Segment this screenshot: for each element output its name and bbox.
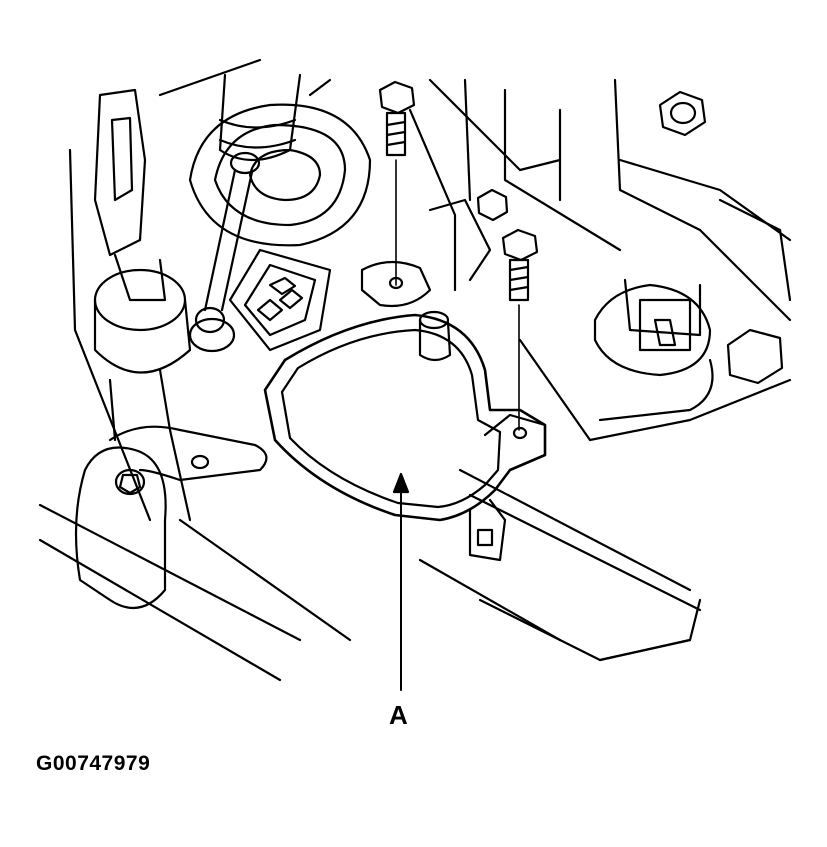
figure-id: G00747979 xyxy=(36,752,151,775)
spacer-washer xyxy=(360,260,432,308)
shift-bracket xyxy=(93,88,192,442)
range-sensor-body xyxy=(263,310,547,562)
callout-arrow xyxy=(392,472,410,691)
housing-lines xyxy=(38,58,792,682)
shift-lever xyxy=(74,425,268,610)
mounting-bolt-right xyxy=(501,228,539,431)
shaft-boot xyxy=(188,73,372,353)
electrical-connector xyxy=(228,248,332,352)
small-nut xyxy=(476,188,509,222)
callout-label-a: A xyxy=(389,700,408,730)
wiring xyxy=(408,108,492,292)
mounting-bolt-left xyxy=(378,80,416,286)
upper-right-nut xyxy=(658,90,707,137)
right-connector xyxy=(593,278,784,422)
